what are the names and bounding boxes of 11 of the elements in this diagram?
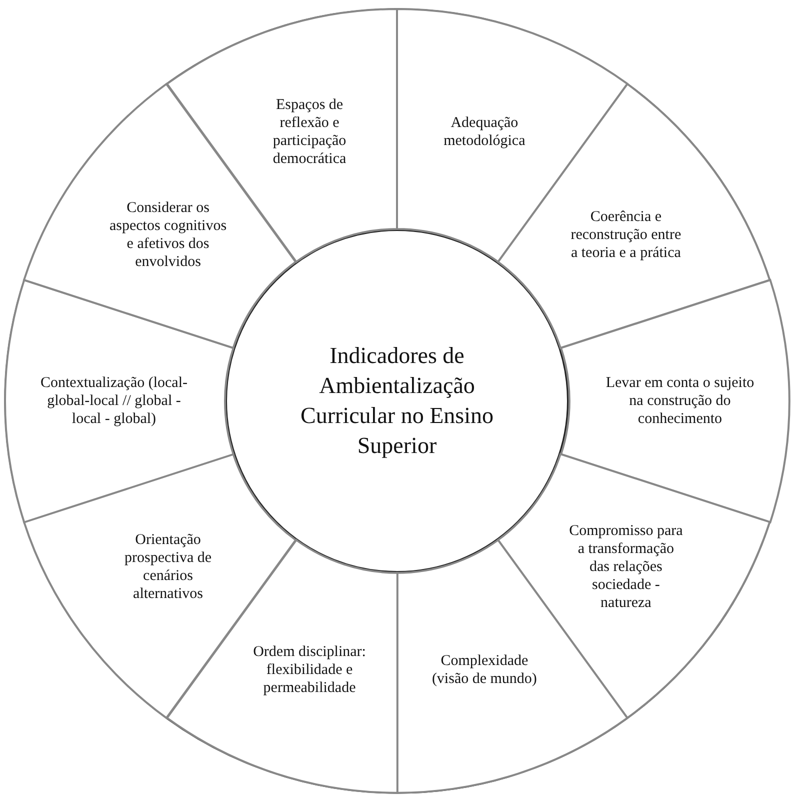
segment-label: Espaços de reflexão e participação democrática <box>272 96 348 168</box>
segment-label: Coerência e reconstrução entre a teoria e a prática <box>570 208 682 262</box>
center-title: Indicadores de Ambientalização Curricular no Ensino Superior <box>300 342 494 460</box>
segment-label: Ordem disciplinar: flexibilidade e permeabilidade <box>252 643 367 698</box>
segment-label: Complexidade (visão de mundo) <box>430 652 538 688</box>
segment-label: Adequação metodológica <box>442 114 526 150</box>
segment-label: Contextualização (local-global-local // global - local - global) <box>39 374 188 428</box>
segment-label: Levar em conta o sujeito na construção do conhecimento <box>604 374 755 428</box>
segment-label: Compromisso para a transformação das relações sociedade - natureza <box>568 522 684 612</box>
segment-label: Orientação prospectiva de cenários alternativos <box>124 531 213 604</box>
segment-label: Considerar os aspectos cognitivos e afetivos dos envolvidos <box>109 198 228 271</box>
